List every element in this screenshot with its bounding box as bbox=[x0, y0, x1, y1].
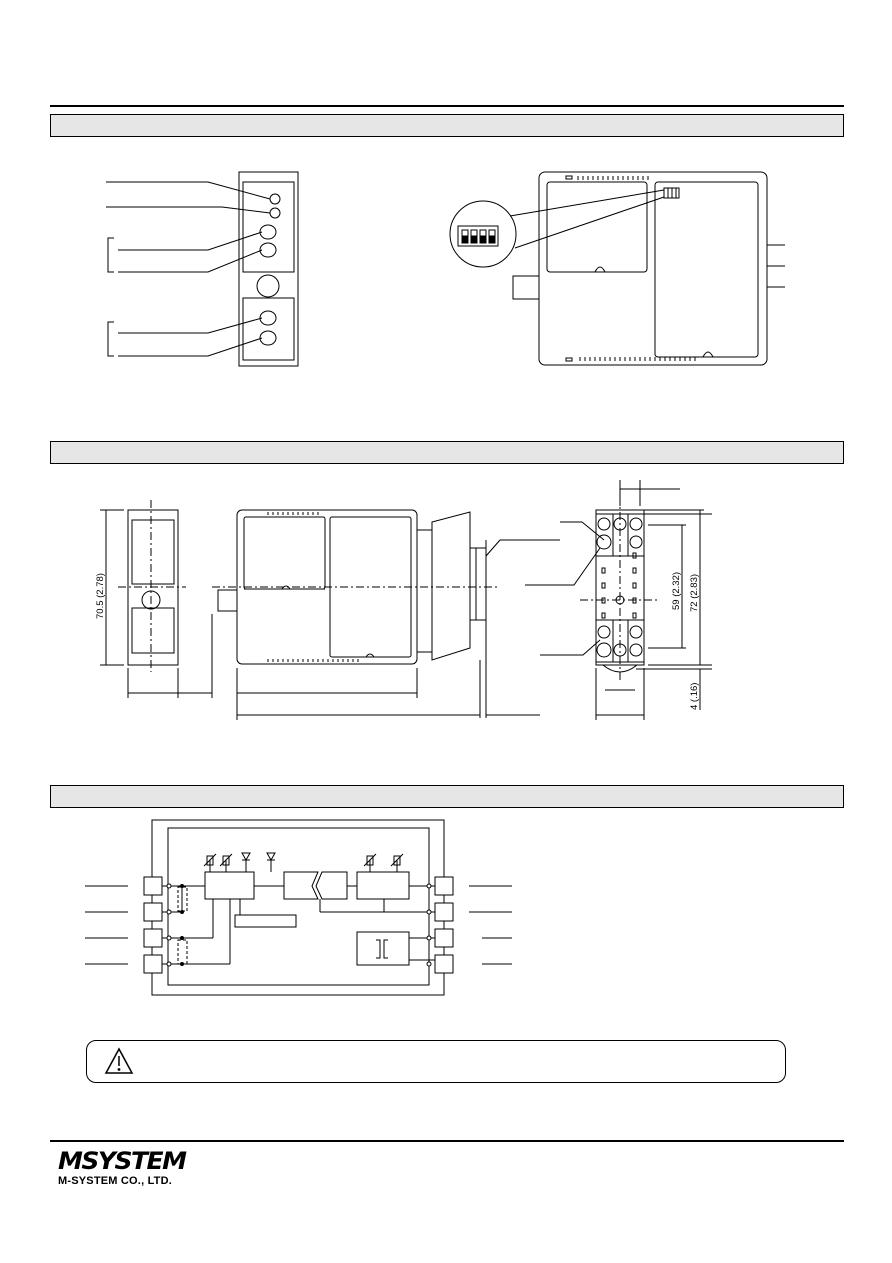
base-inner-dim: 59 (2.32) bbox=[671, 572, 682, 610]
adjuster-4 bbox=[259, 330, 277, 346]
led-indicator-1 bbox=[269, 193, 281, 205]
adjuster-1 bbox=[259, 224, 277, 240]
dip-switch-magnifier bbox=[449, 200, 517, 268]
adjuster-2 bbox=[259, 242, 277, 258]
dimension-front-view bbox=[100, 500, 186, 698]
bottom-rule bbox=[50, 1140, 844, 1142]
side-height-dim: 70.5 (2.78) bbox=[95, 573, 106, 619]
warning-box bbox=[86, 1040, 786, 1083]
block-diagram bbox=[85, 819, 512, 996]
base-outer-dim: 72 (2.83) bbox=[689, 574, 700, 612]
section-header-bar-2 bbox=[50, 441, 844, 464]
dimension-side-view bbox=[178, 509, 560, 720]
front-view bbox=[106, 171, 299, 367]
top-rule bbox=[50, 105, 844, 107]
company-logo: MSYSTEM M-SYSTEM CO., LTD. bbox=[58, 1147, 187, 1187]
warning-triangle-icon bbox=[104, 1047, 134, 1074]
section-header-bar-1 bbox=[50, 114, 844, 137]
logo-mark: MSYSTEM bbox=[58, 1147, 187, 1175]
connector-hole bbox=[256, 274, 280, 298]
base-bottom-dim: 4 (.16) bbox=[689, 683, 700, 710]
company-name: M-SYSTEM CO., LTD. bbox=[58, 1175, 173, 1187]
led-indicator-2 bbox=[269, 207, 281, 219]
section-header-bar-3 bbox=[50, 785, 844, 808]
adjuster-3 bbox=[259, 310, 277, 326]
side-view-dipswitch bbox=[449, 171, 785, 366]
dimension-base-view bbox=[525, 480, 712, 720]
